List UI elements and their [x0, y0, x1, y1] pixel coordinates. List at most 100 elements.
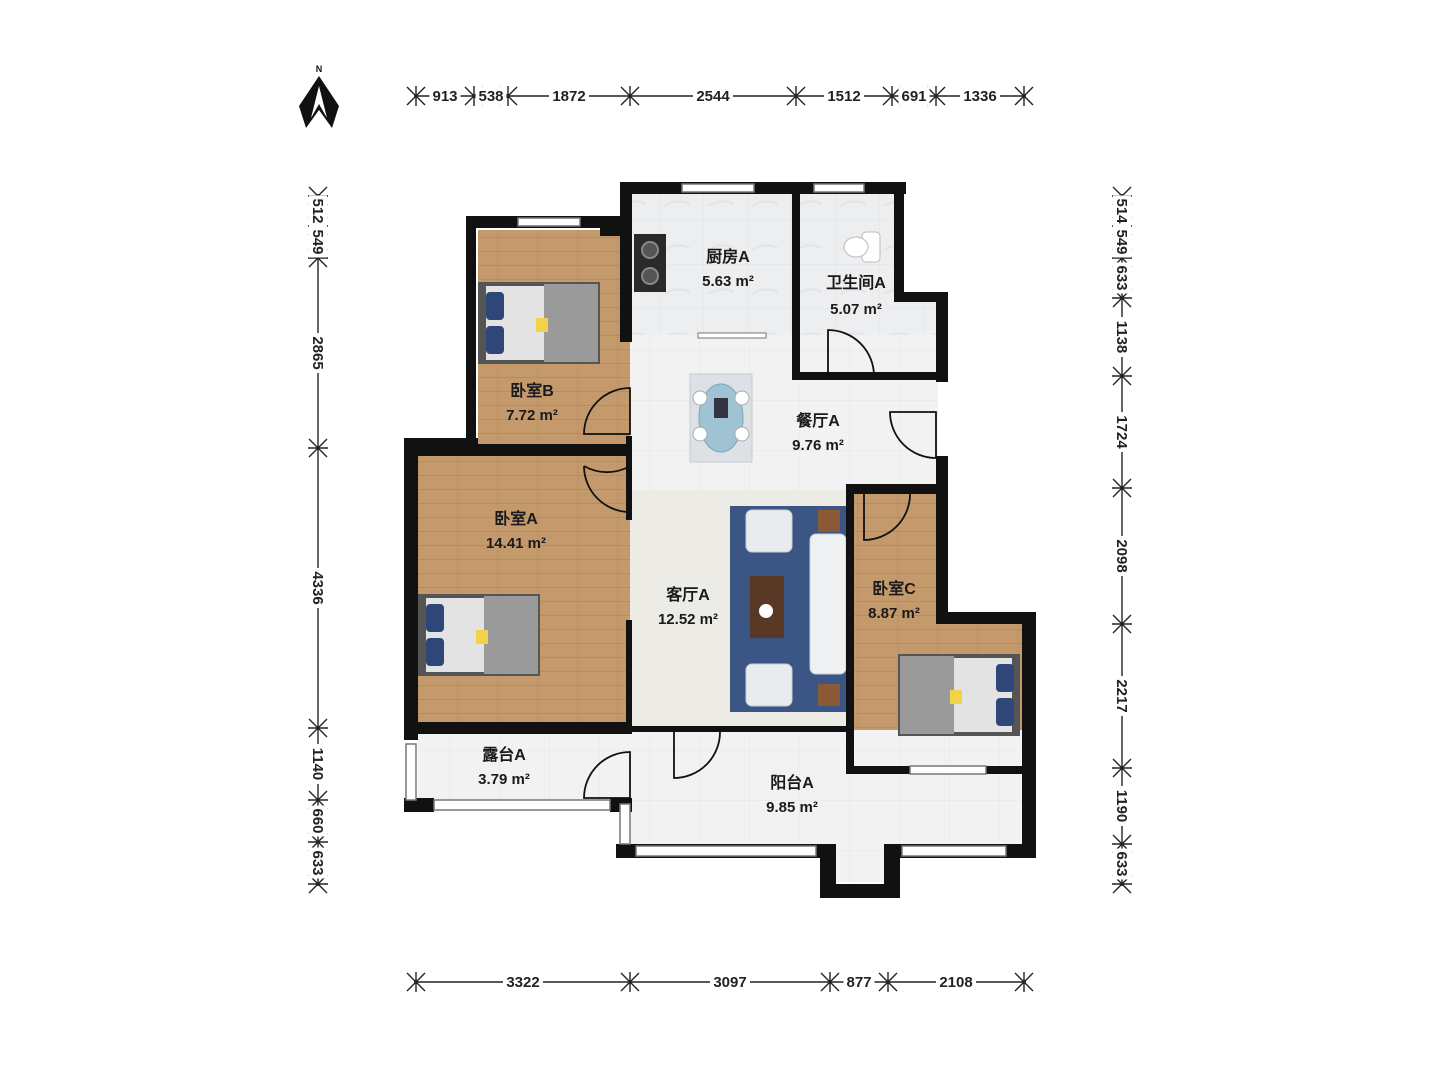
dimension-tick [878, 972, 898, 992]
dimension-label: 1512 [827, 88, 860, 105]
bedroom-c-name: 卧室C [872, 579, 916, 598]
dimension-label-bg [936, 973, 976, 991]
north-label: N [316, 64, 323, 74]
dimensions-bottom: 3322 3097 877 2108 [406, 972, 1034, 992]
north-arrow-icon: N [299, 64, 339, 128]
stove-icon [634, 234, 666, 292]
dimension-label: 660 [309, 808, 326, 833]
room-labels: 厨房A 5.63 m² 卫生间A 5.07 m² 卧室B 7.72 m² 餐厅A… [478, 247, 920, 816]
dimension-label-bg [693, 87, 733, 105]
dining-floor [630, 335, 938, 490]
bathroom-area: 5.07 m² [830, 301, 882, 318]
dimension-label: 1336 [963, 88, 996, 105]
dimension-label: 913 [432, 88, 457, 105]
dimension-label-bg [843, 973, 875, 991]
dimension-tick [406, 86, 426, 106]
dimension-label-bg [710, 973, 750, 991]
dimension-tick [406, 972, 426, 992]
dimension-label: 538 [478, 88, 503, 105]
dimension-label: 549 [309, 229, 326, 254]
living-name: 客厅A [666, 585, 710, 604]
dimension-label: 1724 [1113, 415, 1130, 449]
dimension-label-bg [309, 333, 327, 373]
dimension-label: 633 [309, 850, 326, 875]
bed-a-icon [418, 594, 540, 676]
dimension-label-bg [309, 226, 327, 258]
dimension-label-bg [309, 805, 327, 837]
dimension-label-bg [309, 847, 327, 879]
dimension-label: 2098 [1113, 539, 1130, 572]
door-terrace [583, 751, 631, 799]
dimension-label-bg [1113, 317, 1131, 357]
dimension-label: 1138 [1113, 321, 1130, 354]
dimension-label: 3322 [506, 974, 539, 991]
windows [405, 183, 1007, 857]
dimension-tick [1112, 614, 1132, 634]
dimension-tick [1014, 972, 1034, 992]
balcony-floor [630, 730, 1022, 844]
bedroom-b-name: 卧室B [510, 381, 554, 400]
bedroom-a-area: 14.41 m² [486, 535, 546, 552]
dimension-label-bg [1113, 536, 1131, 576]
dimension-label: 514 [1113, 198, 1130, 224]
dimension-label-bg [1113, 676, 1131, 716]
dimension-label-bg [475, 87, 507, 105]
balcony-name: 阳台A [770, 773, 814, 792]
floors [418, 192, 1022, 882]
door-bedroom-a [583, 465, 631, 513]
dimension-label: 1190 [1113, 790, 1130, 823]
dimension-tick [1112, 366, 1132, 386]
doors [583, 329, 937, 799]
bedroom-c-area: 8.87 m² [868, 605, 920, 622]
dimension-label-bg [549, 87, 589, 105]
terrace-floor [418, 734, 630, 800]
dimension-tick [308, 718, 328, 738]
dimension-label: 2108 [939, 974, 972, 991]
dimension-label-bg [960, 87, 1000, 105]
dimension-tick [786, 86, 806, 106]
bedroom-a-floor [418, 456, 630, 724]
dimension-label-bg [1113, 412, 1131, 452]
dimension-tick [1014, 86, 1034, 106]
door-bedroom-c [863, 493, 911, 541]
dimension-label: 691 [901, 88, 926, 105]
dimension-label-bg [1113, 786, 1131, 826]
dimension-label-bg [898, 87, 930, 105]
dimension-label: 1140 [309, 748, 326, 781]
dimension-tick [882, 86, 902, 106]
dimension-label-bg [503, 973, 543, 991]
bedroom-a-name: 卧室A [494, 509, 538, 528]
dimension-label: 2544 [696, 88, 730, 105]
door-balcony [673, 731, 721, 779]
dimension-tick [620, 86, 640, 106]
dimension-label-bg [429, 87, 461, 105]
toilet-icon [843, 231, 881, 263]
dimension-label: 3097 [713, 974, 746, 991]
dimension-label: 549 [1113, 229, 1130, 254]
dimension-label: 2217 [1113, 679, 1130, 712]
living-room-set [730, 506, 847, 712]
dimension-label: 877 [846, 974, 871, 991]
furniture [418, 231, 1020, 736]
dimension-label-bg [309, 568, 327, 608]
dimension-tick [620, 972, 640, 992]
door-bathroom [827, 329, 875, 377]
dimension-tick [820, 972, 840, 992]
dimension-tick [1112, 758, 1132, 778]
living-area: 12.52 m² [658, 611, 718, 628]
dimension-label: 633 [1113, 851, 1130, 876]
bedroom-b-area: 7.72 m² [506, 407, 558, 424]
kitchen-name: 厨房A [706, 247, 750, 266]
dimension-label-bg [309, 195, 327, 227]
dimension-label-bg [1113, 848, 1131, 880]
dimension-label-bg [309, 744, 327, 784]
dimensions-right: 514 549 633 1138 1724 2098 2217 1190 633 [1112, 186, 1132, 894]
bay-floor [836, 840, 884, 882]
dimension-label: 633 [1113, 265, 1130, 290]
door-dining [889, 411, 937, 459]
bed-c-icon [898, 654, 1020, 736]
dimension-tick [926, 86, 946, 106]
dimension-label-bg [1113, 195, 1131, 227]
